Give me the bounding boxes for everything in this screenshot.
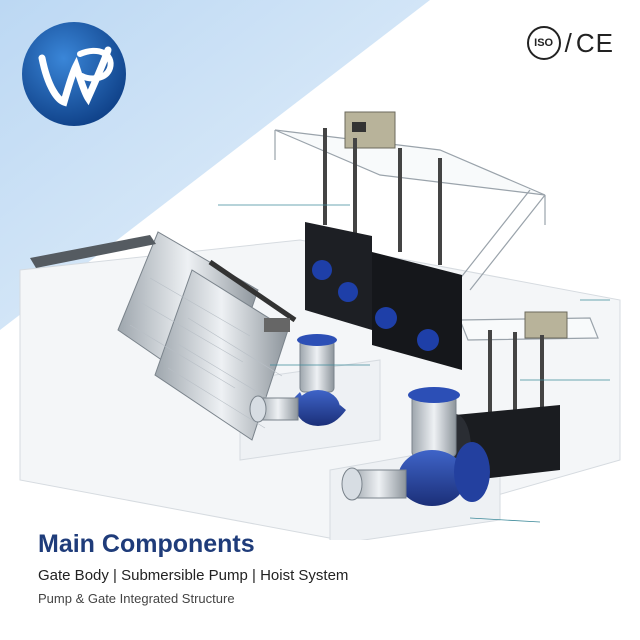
wp-logo-icon xyxy=(22,22,126,126)
cert-separator: / xyxy=(564,28,572,58)
component-list: Gate Body | Submersible Pump | Hoist Sys… xyxy=(38,567,349,584)
control-box xyxy=(344,111,568,339)
iso-badge: ISO xyxy=(526,26,561,60)
hoist-rods xyxy=(323,128,544,420)
caption-block: Main Components Gate Body | Submersible … xyxy=(38,530,348,606)
submersible-pump-large xyxy=(341,387,490,506)
submersible-pump-small xyxy=(249,334,346,426)
ce-mark: CE xyxy=(575,28,614,58)
conveyor-arm xyxy=(30,235,297,332)
callout-lines xyxy=(218,204,610,523)
tagline: Pump & Gate Integrated Structure xyxy=(38,591,235,606)
main-title: Main Components xyxy=(38,530,255,558)
certification-marks: ISO / CE xyxy=(526,26,614,60)
pump-gate-illustration xyxy=(19,111,621,540)
